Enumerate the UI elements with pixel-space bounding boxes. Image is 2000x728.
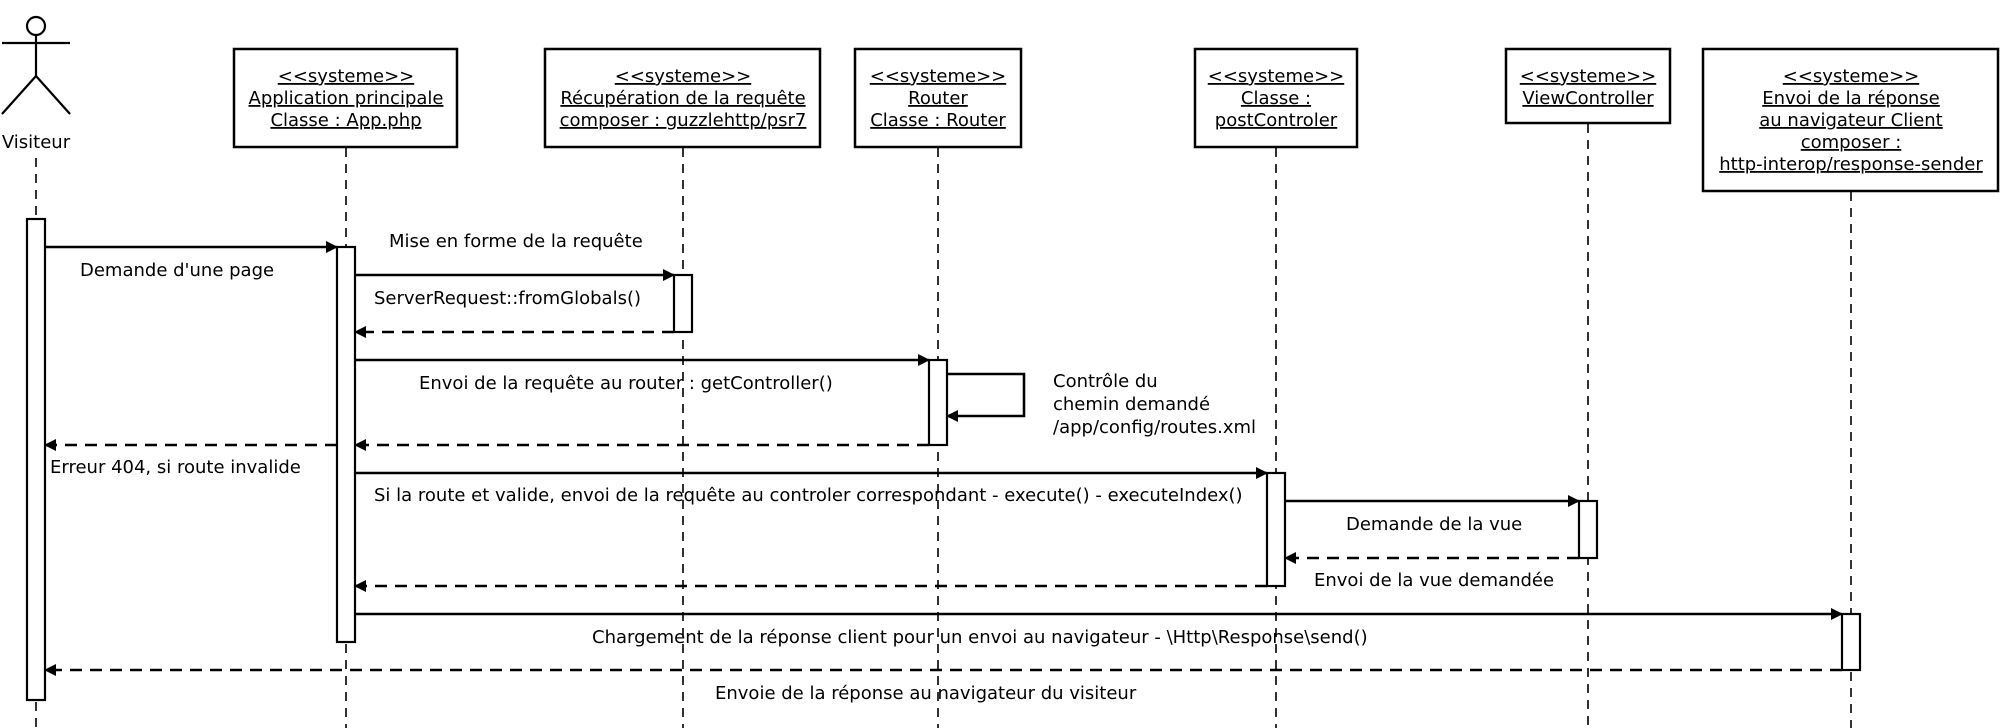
participant-postcontroler-name: postControler	[1215, 110, 1338, 131]
message-label-envoie-reponse: Envoie de la réponse au navigateur du vi…	[715, 683, 1137, 704]
actor-visiteur: Visiteur	[1, 15, 71, 153]
participant-requete-box	[543, 47, 822, 149]
message-label-getcontroller: Envoi de la requête au router : getContr…	[419, 373, 833, 394]
activation-response-sender	[1840, 612, 1862, 672]
participant-app-name: Application principale	[249, 88, 444, 109]
participant-viewcontroller-box	[1504, 47, 1672, 125]
participant-response-sender: <<systeme>> Envoi de la réponse au navig…	[1701, 47, 2000, 193]
message-label-demande-page: Demande d'une page	[80, 260, 274, 281]
participant-viewcontroller: <<systeme>> ViewController	[1504, 47, 1672, 125]
participant-viewcontroller-stereotype: <<systeme>>	[1520, 66, 1656, 87]
participant-requete-package: composer : guzzlehttp/psr7	[560, 110, 807, 131]
message-label-fromglobals: ServerRequest::fromGlobals()	[374, 288, 641, 309]
participant-router-box	[853, 47, 1023, 149]
participant-router: <<systeme>> Router Classe : Router	[853, 47, 1023, 149]
actor-leg-right	[35, 75, 71, 115]
participant-app-box	[232, 47, 459, 149]
message-label-execute: Si la route et valide, envoi de la requê…	[374, 485, 1243, 506]
actor-label: Visiteur	[2, 132, 71, 153]
participant-app: <<systeme>> Application principale Class…	[232, 47, 459, 149]
participant-postcontroler-label: Classe :	[1241, 88, 1311, 109]
participant-response-sender-stereotype: <<systeme>>	[1783, 66, 1919, 87]
participant-router-name: Router	[908, 88, 968, 109]
activation-visiteur	[25, 217, 47, 702]
message-label-mise-en-forme: Mise en forme de la requête	[389, 231, 643, 252]
participant-requete: <<systeme>> Récupération de la requête c…	[543, 47, 822, 149]
participant-requete-stereotype: <<systeme>>	[615, 66, 751, 87]
actor-head	[25, 15, 47, 37]
message-label-send: Chargement de la réponse client pour un …	[592, 627, 1368, 648]
participant-router-class: Classe : Router	[870, 110, 1006, 131]
activation-router	[927, 358, 949, 447]
participant-response-sender-package: http-interop/response-sender	[1719, 154, 1983, 175]
activation-requete	[672, 273, 694, 334]
participant-app-class: Classe : App.php	[270, 110, 421, 131]
activation-viewcontroller	[1577, 499, 1599, 560]
participant-response-sender-line3: composer :	[1801, 132, 1902, 153]
message-label-envoi-vue: Envoi de la vue demandée	[1314, 570, 1554, 591]
participant-postcontroler-box	[1193, 47, 1359, 149]
self-call-label-line1: Contrôle du	[1053, 371, 1158, 392]
participant-app-stereotype: <<systeme>>	[278, 66, 414, 87]
participant-response-sender-line2: au navigateur Client	[1759, 110, 1942, 131]
participant-router-stereotype: <<systeme>>	[870, 66, 1006, 87]
participant-postcontroler: <<systeme>> Classe : postControler	[1193, 47, 1359, 149]
participant-response-sender-box	[1701, 47, 2000, 193]
participant-postcontroler-stereotype: <<systeme>>	[1208, 66, 1344, 87]
message-label-erreur-404: Erreur 404, si route invalide	[50, 457, 301, 478]
participant-response-sender-line1: Envoi de la réponse	[1762, 88, 1940, 109]
participant-viewcontroller-name: ViewController	[1522, 88, 1654, 109]
actor-leg-left	[1, 75, 37, 115]
message-label-demande-vue: Demande de la vue	[1346, 514, 1522, 535]
self-call-label-line3: /app/config/routes.xml	[1053, 417, 1256, 438]
self-call-label-line2: chemin demandé	[1053, 394, 1210, 415]
activation-app	[335, 245, 357, 644]
activation-postcontroler	[1265, 471, 1287, 588]
participant-requete-name: Récupération de la requête	[560, 88, 805, 109]
messages: Demande d'une page Mise en forme de la r…	[44, 231, 1843, 704]
self-call-arrow-router	[946, 372, 1026, 422]
